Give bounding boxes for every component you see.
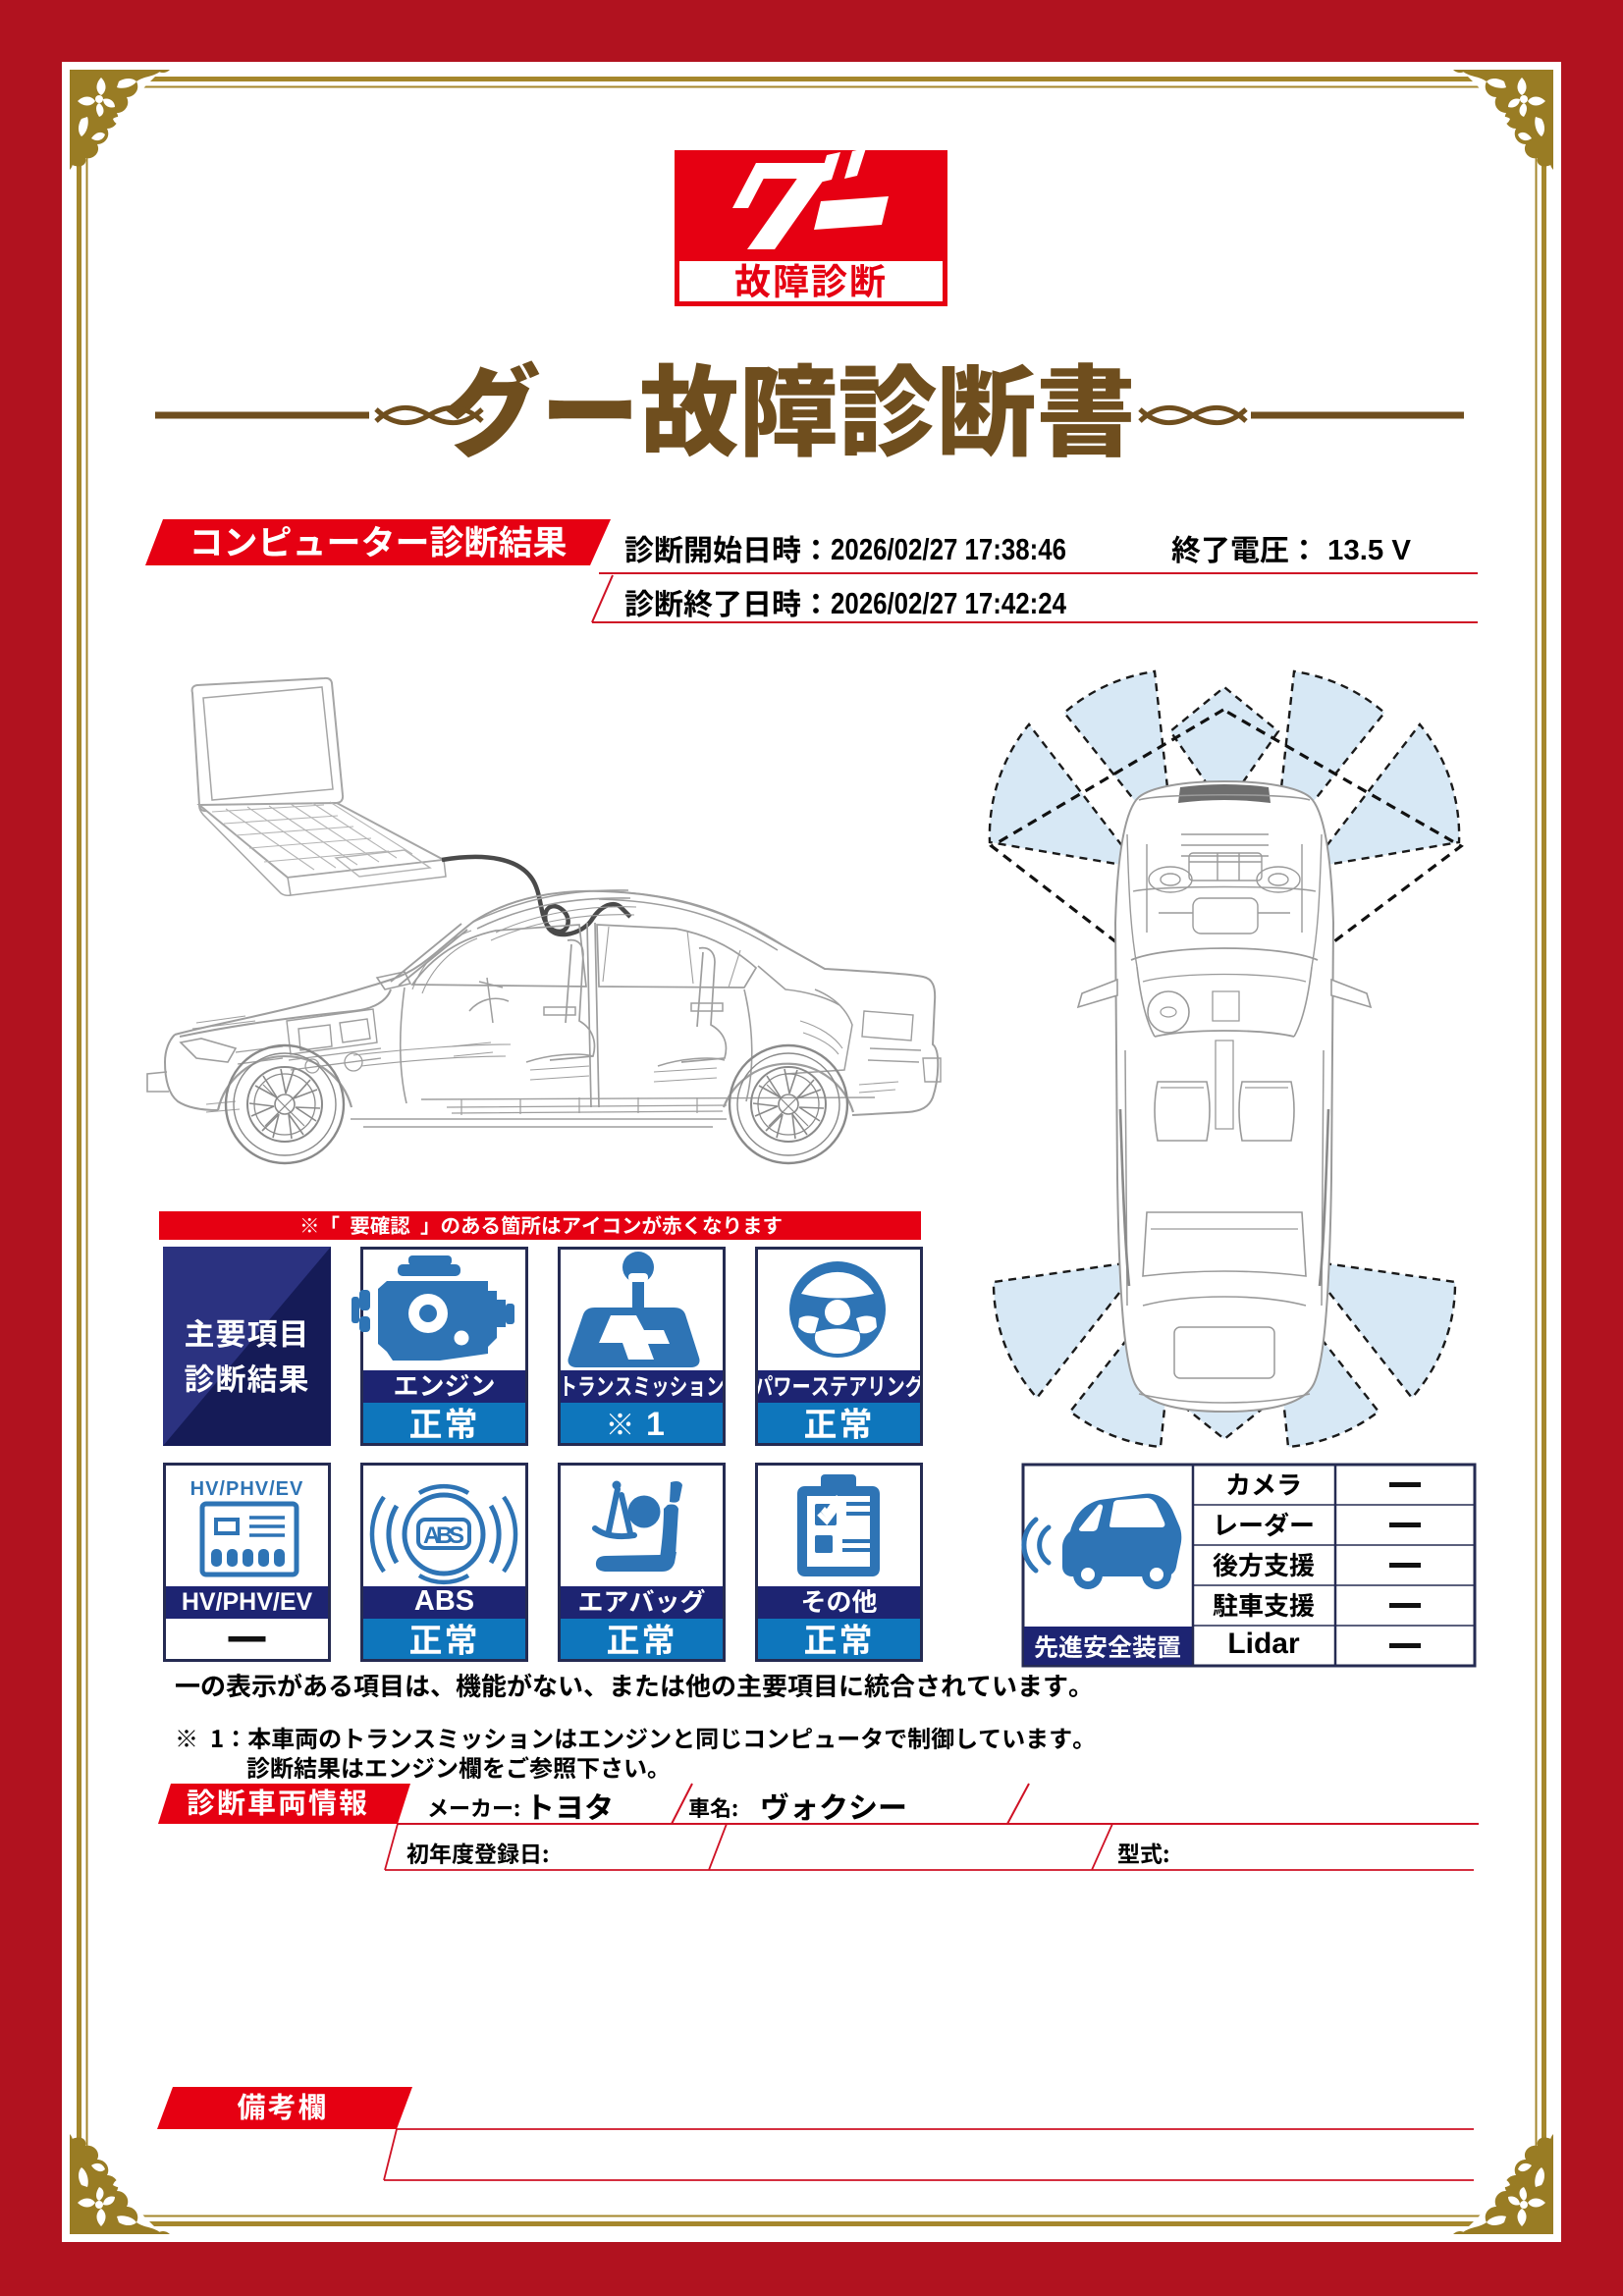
svg-text:HV/PHV/EV: HV/PHV/EV — [190, 1478, 304, 1500]
svg-text:2026/02/27 17:42:24: 2026/02/27 17:42:24 — [831, 586, 1067, 620]
svg-text:1: 1 — [646, 1406, 665, 1443]
svg-text:13.5 V: 13.5 V — [1327, 535, 1412, 566]
svg-text:Lidar: Lidar — [1227, 1628, 1300, 1660]
svg-text:HV/PHV/EV: HV/PHV/EV — [182, 1588, 313, 1616]
svg-text:2026/02/27 17:38:46: 2026/02/27 17:38:46 — [831, 532, 1066, 566]
svg-text:ABS: ABS — [414, 1585, 474, 1617]
svg-text:ABS: ABS — [423, 1522, 464, 1549]
